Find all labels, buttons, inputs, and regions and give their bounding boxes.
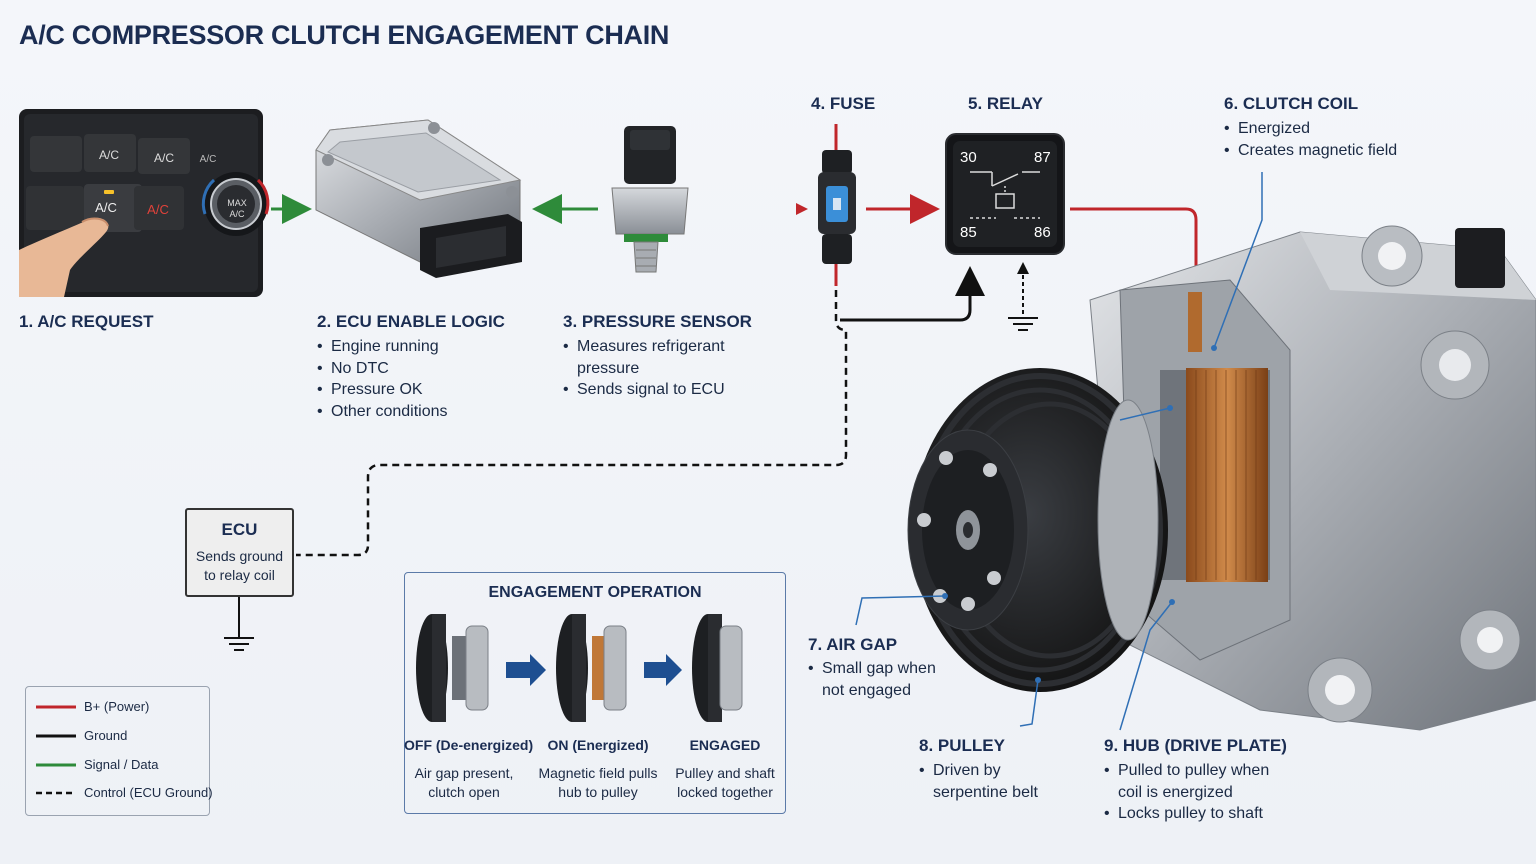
legend-signal: Signal / Data	[84, 757, 159, 772]
state-engaged-desc-1: Pulley and shaft	[675, 765, 775, 781]
power-line-relay-to-coil	[1070, 207, 1198, 300]
pressure-sensor-bullets: Measures refrigerant pressure Sends sign…	[563, 336, 725, 401]
legend-samples	[36, 705, 76, 795]
state-engaged-label: ENGAGED	[689, 737, 761, 753]
control-line-to-ecu	[296, 290, 848, 557]
page-title: A/C COMPRESSOR CLUTCH ENGAGEMENT CHAIN	[19, 20, 670, 50]
finger-icon	[19, 217, 109, 297]
pressure-sensor-bullet-continued: pressure	[577, 359, 640, 377]
state-on-desc-1: Magnetic field pulls	[538, 765, 658, 781]
panel-btn-active: A/C	[95, 200, 117, 215]
ground-line-to-relay	[840, 266, 985, 322]
heading-clutch-coil: 6. CLUTCH COIL	[1224, 94, 1359, 113]
ecu-box-title: ECU	[221, 520, 258, 539]
ecu-logic-bullets: Engine running No DTC Pressure OK Other …	[317, 336, 448, 422]
legend-ground: Ground	[84, 728, 128, 743]
heading-pulley: 8. PULLEY	[919, 736, 1005, 755]
panel-btn-1: A/C	[99, 148, 119, 162]
leader-lines	[855, 172, 1263, 731]
relay-icon: 30 87 85 86	[945, 133, 1065, 255]
compressor-illustration	[907, 225, 1536, 731]
engagement-operation-panel: ENGAGEMENT OPERATION	[404, 572, 786, 814]
heading-air-gap: 7. AIR GAP	[808, 635, 898, 654]
pulley-bullets: Driven by serpentine belt	[919, 760, 1038, 803]
pressure-sensor-bullet: Sends signal to ECU	[563, 379, 725, 401]
panel-btn-3: A/C	[200, 154, 217, 165]
pulley-bullet: Driven by	[919, 760, 1038, 782]
air-gap-bullets: Small gap when not engaged	[808, 658, 936, 701]
hub-bullet-continued: coil is energized	[1118, 783, 1233, 801]
relay-pin-85: 85	[960, 224, 977, 241]
clutch-state-off-icon	[416, 614, 489, 722]
heading-ecu-logic: 2. ECU ENABLE LOGIC	[317, 312, 505, 331]
state-on-desc: Magnetic field pulls hub to pulley	[532, 764, 664, 802]
relay-pin-86: 86	[1034, 224, 1051, 241]
state-off-desc-2: clutch open	[428, 784, 500, 800]
clutch-coil-bullet: Creates magnetic field	[1224, 140, 1397, 162]
state-off-desc: Air gap present, clutch open	[404, 764, 524, 802]
fuse-icon	[818, 124, 856, 286]
relay-pin-87: 87	[1034, 149, 1051, 166]
pulley-bullet-continued: serpentine belt	[933, 783, 1038, 801]
ecu-logic-bullet: Pressure OK	[317, 379, 448, 401]
state-engaged-desc: Pulley and shaft locked together	[668, 764, 782, 802]
air-gap-bullet: Small gap when	[808, 658, 936, 680]
state-on-desc-2: hub to pulley	[558, 784, 638, 800]
clutch-coil-bullets: Energized Creates magnetic field	[1224, 118, 1397, 161]
knob-label-2: A/C	[229, 209, 245, 219]
ecu-logic-bullet: No DTC	[317, 358, 448, 380]
hub-bullets: Pulled to pulley when coil is energized …	[1104, 760, 1269, 825]
legend-control: Control (ECU Ground)	[84, 785, 213, 800]
hub-bullet: Locks pulley to shaft	[1104, 803, 1269, 825]
ecu-box-line1: Sends ground	[195, 548, 284, 564]
state-on-label: ON (Energized)	[547, 737, 649, 753]
state-engaged-desc-2: locked together	[677, 784, 773, 800]
ground-symbol-relay	[1008, 262, 1038, 331]
state-off-label: OFF (De-energized)	[404, 737, 534, 753]
engagement-panel-title: ENGAGEMENT OPERATION	[488, 584, 702, 601]
air-gap-bullet-continued: not engaged	[822, 681, 911, 699]
pressure-sensor-icon	[611, 126, 689, 273]
legend-power: B+ (Power)	[84, 699, 150, 714]
leader-dots	[942, 345, 1217, 683]
ac-control-panel: A/C A/C A/C A/C A/C MAX A/C	[19, 109, 270, 297]
ecu-logic-bullet: Other conditions	[317, 401, 448, 423]
heading-fuse: 4. FUSE	[811, 94, 876, 113]
knob-label-1: MAX	[227, 198, 247, 208]
arrowhead-to-fuse	[796, 203, 808, 215]
heading-ac-request: 1. A/C REQUEST	[19, 312, 154, 331]
arrow-off-to-on	[506, 654, 546, 686]
panel-btn-2: A/C	[154, 151, 174, 165]
clutch-state-on-icon	[556, 614, 627, 722]
hub-bullet: Pulled to pulley when	[1104, 760, 1269, 782]
clutch-state-engaged-icon	[692, 614, 743, 722]
relay-pin-30: 30	[960, 149, 977, 166]
heading-hub: 9. HUB (DRIVE PLATE)	[1104, 736, 1287, 755]
heading-relay: 5. RELAY	[968, 94, 1043, 113]
panel-btn-red: A/C	[147, 202, 169, 217]
legend-box	[25, 686, 210, 816]
state-off-desc-1: Air gap present,	[414, 765, 514, 781]
arrow-on-to-engaged	[644, 654, 682, 686]
ground-symbol-ecu	[224, 597, 254, 651]
ecu-ground-box: ECU Sends ground to relay coil	[185, 508, 294, 597]
heading-pressure-sensor: 3. PRESSURE SENSOR	[563, 312, 752, 331]
ecu-box-line2: to relay coil	[204, 567, 275, 583]
ecu-module-icon	[315, 119, 522, 278]
clutch-coil-bullet: Energized	[1224, 118, 1397, 140]
ecu-logic-bullet: Engine running	[317, 336, 448, 358]
pressure-sensor-bullet: Measures refrigerant	[563, 336, 725, 358]
